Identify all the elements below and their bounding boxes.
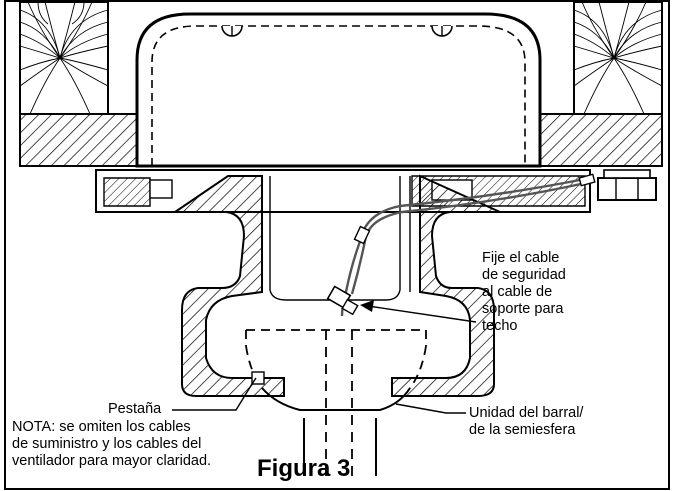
tab-detail	[251, 371, 265, 385]
figure-title: Figura 3	[257, 455, 351, 482]
safety-cable-line-3: al cable de	[482, 284, 553, 300]
canopy-section	[171, 174, 501, 397]
safety-cable-line-1: Fije el cable	[482, 250, 560, 266]
note-line-2: de suministro y los cables del	[12, 436, 202, 452]
hemisphere-outline	[245, 329, 427, 411]
safety-cable-callout: Fije el cable de seguridad al cable de s…	[482, 250, 566, 335]
left-joist-end-grain	[19, 1, 109, 115]
ceiling-right	[539, 113, 663, 167]
rod-unit-callout: Unidad del barral/ de la semiesfera	[469, 405, 583, 439]
right-joist-end-grain	[573, 1, 663, 115]
note-line-3: ventilador para mayor claridad.	[12, 453, 212, 469]
safety-cable-line-2: de seguridad	[482, 267, 566, 283]
downrod	[303, 330, 377, 476]
figure-frame	[4, 0, 670, 490]
note-callout: NOTA: se omiten los cables de suministro…	[12, 419, 211, 470]
rod-unit-line-1: Unidad del barral/	[469, 405, 584, 421]
outlet-box	[135, 12, 542, 168]
note-line-1: NOTA: se omiten los cables	[12, 419, 191, 435]
safety-cable	[326, 173, 596, 317]
leader-lines	[172, 300, 477, 414]
tab-callout: Pestaña	[108, 401, 162, 417]
ceiling-left	[19, 113, 138, 167]
safety-cable-line-4: soporte para	[482, 301, 564, 317]
bracket-screw	[597, 169, 657, 201]
rod-unit-line-2: de la semiesfera	[469, 422, 576, 438]
safety-cable-line-5: techo	[482, 318, 518, 334]
